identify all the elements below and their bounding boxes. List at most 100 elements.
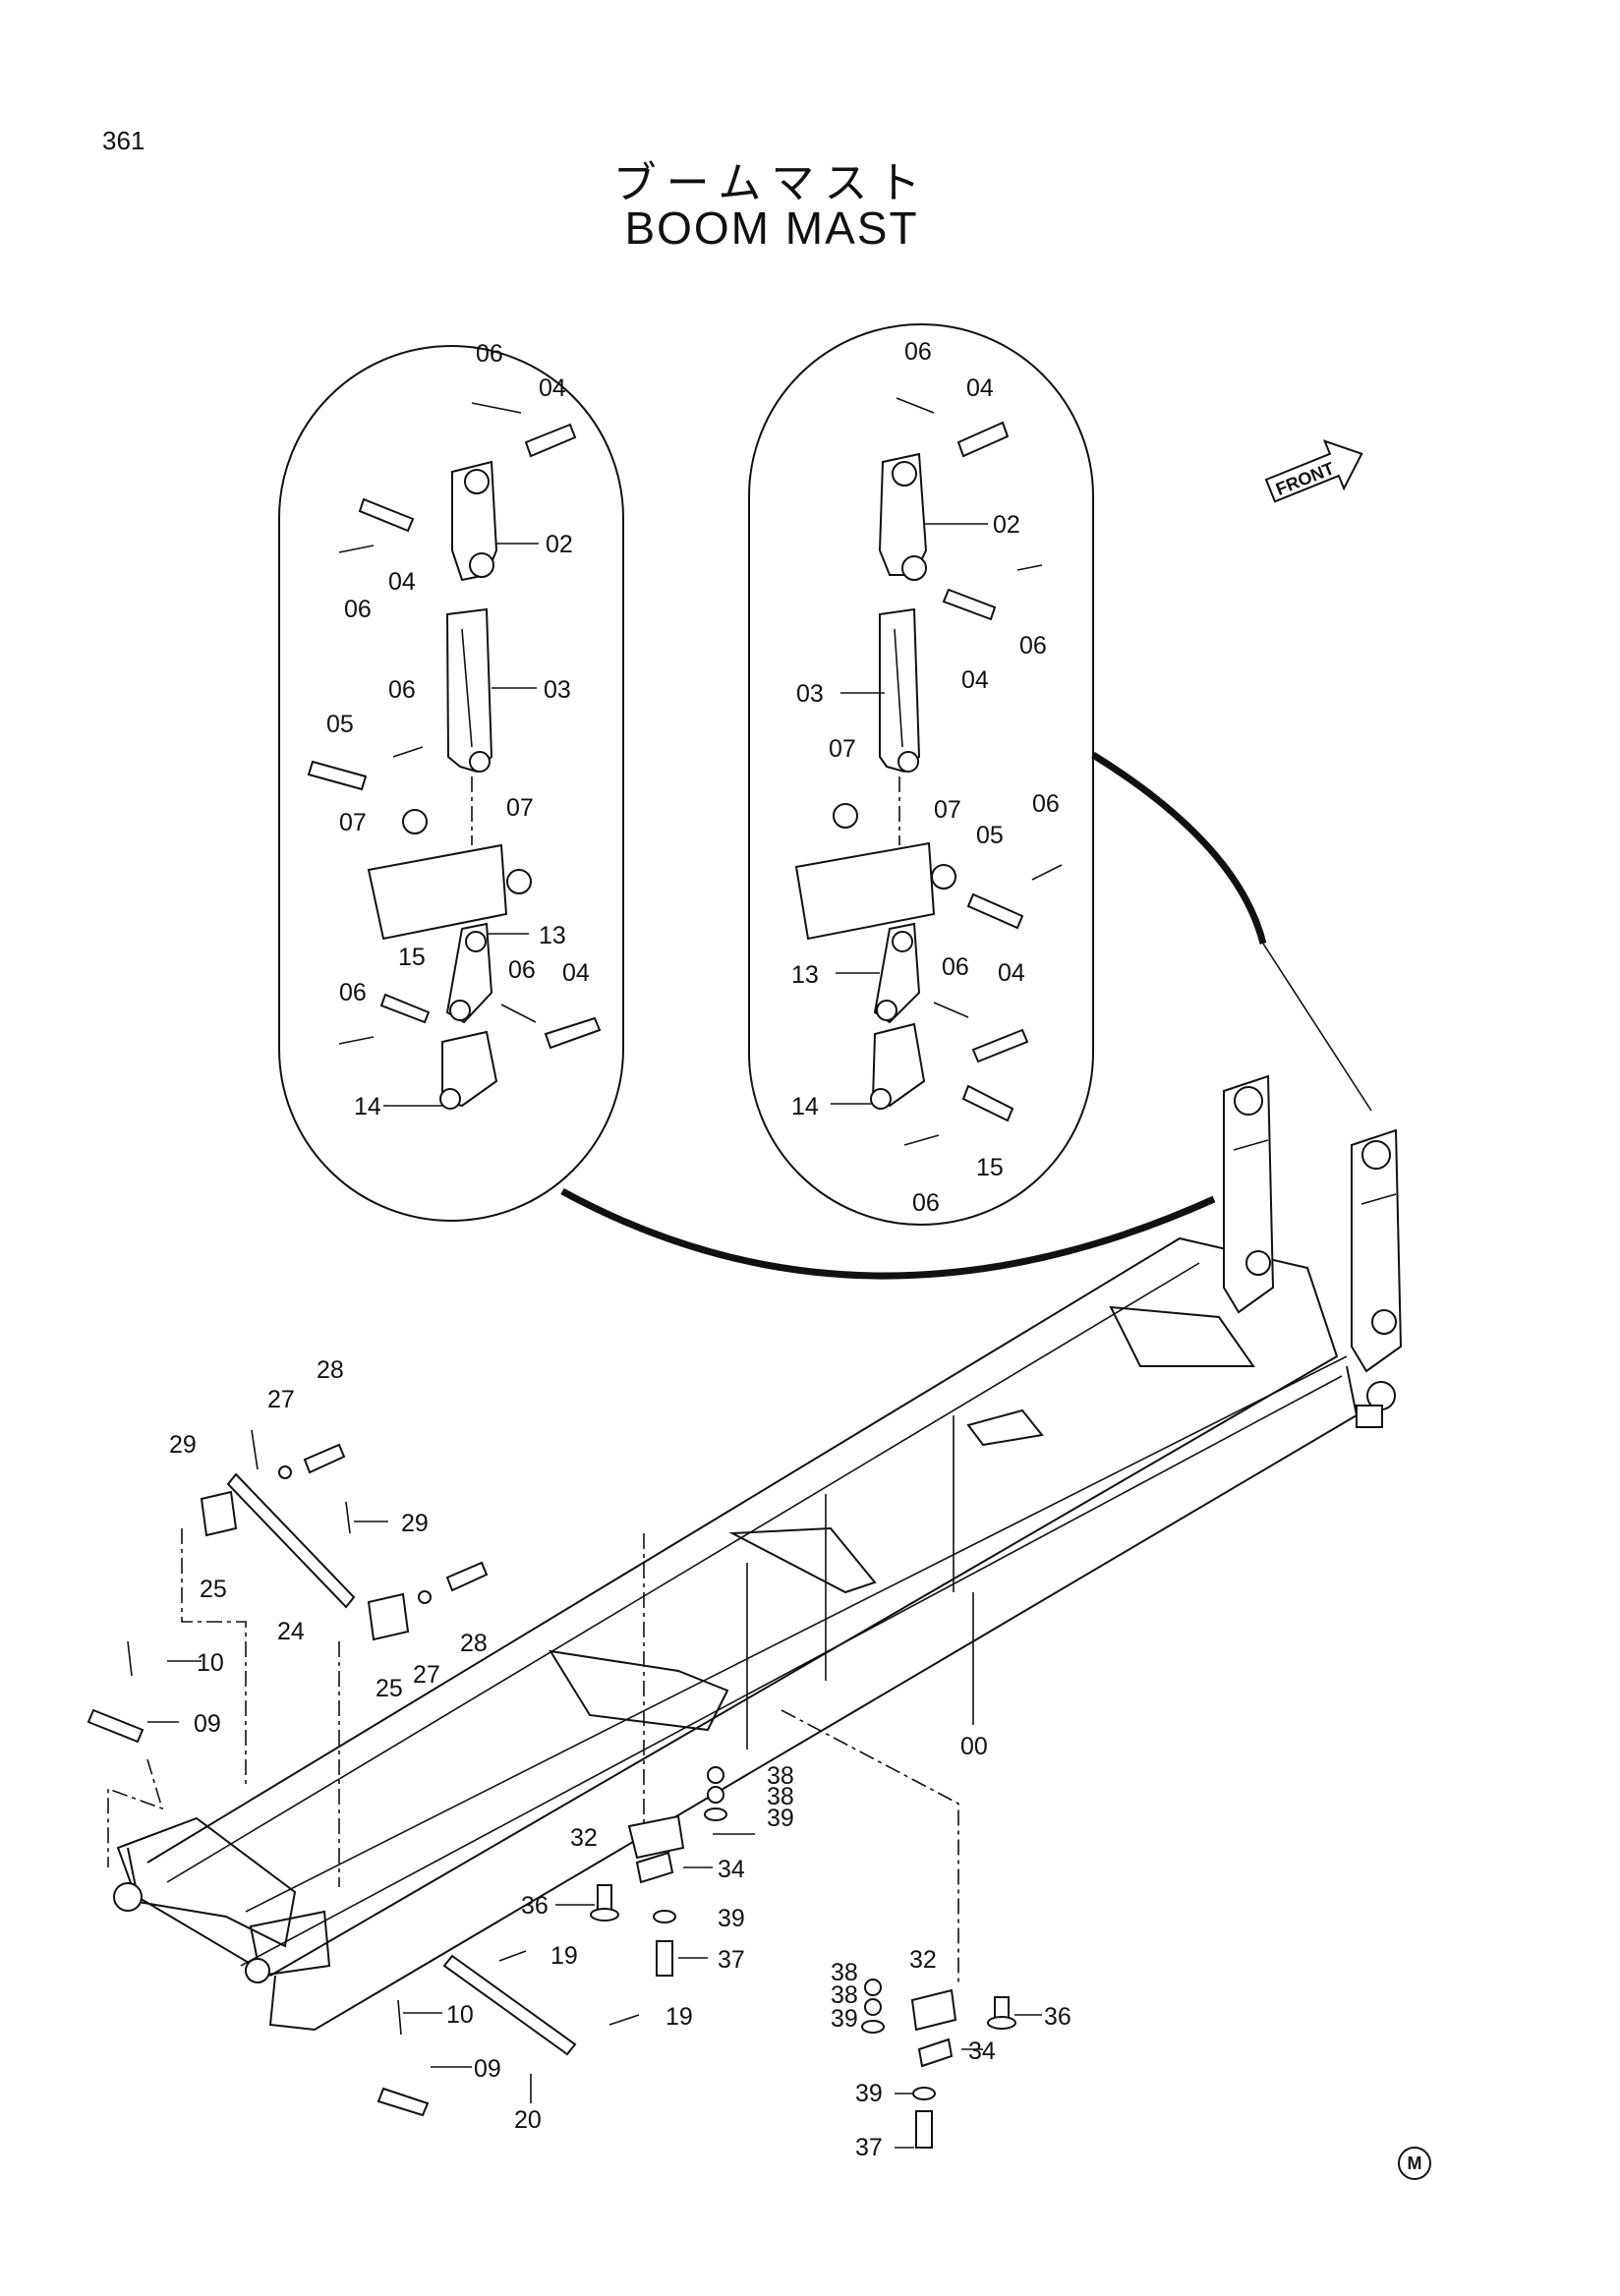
bolt-28-upper (303, 1443, 346, 1474)
washer-39-b (653, 1910, 676, 1923)
pin-09-lower (376, 2087, 430, 2117)
hardware (87, 1429, 1016, 2149)
callout-06: 06 (388, 676, 416, 704)
pin-15-right (961, 1084, 1014, 1122)
callout-05: 05 (976, 822, 1004, 849)
clamp-34-upper (635, 1851, 674, 1884)
pin-04-left-lower (544, 1016, 602, 1050)
detail-view-right (748, 323, 1094, 1226)
callout-39: 39 (718, 1905, 745, 1932)
detail-leader-left (560, 1187, 1216, 1280)
nut-38-b (707, 1786, 724, 1804)
callout-38: 38 (831, 1959, 858, 1986)
callout-06: 06 (942, 953, 969, 981)
callout-14: 14 (791, 1093, 819, 1120)
callout-37: 37 (718, 1946, 745, 1974)
mount-plate-left (367, 843, 508, 941)
nut-38-d (864, 1998, 882, 2016)
callout-06: 06 (508, 956, 536, 984)
callout-10: 10 (197, 1649, 224, 1677)
bracket-25-lower (367, 1592, 410, 1641)
bolt-37-lower (915, 2110, 933, 2149)
front-arrow: FRONT (1264, 439, 1363, 503)
callout-03: 03 (544, 676, 571, 704)
frame-lower-rail (245, 1355, 1348, 1913)
callout-39: 39 (855, 2080, 883, 2107)
shaft-20 (442, 1954, 577, 2056)
callout-38: 38 (767, 1783, 794, 1810)
washer-39-c (861, 2020, 885, 2034)
callout-04: 04 (562, 959, 590, 987)
pin-04-right-lower (971, 1028, 1029, 1063)
callout-10: 10 (446, 2001, 474, 2029)
pin-15-left (379, 993, 431, 1024)
callout-36: 36 (521, 1892, 549, 1920)
callout-27: 27 (413, 1661, 440, 1689)
link-03-right (879, 607, 921, 774)
washer-39-d (912, 2087, 936, 2100)
callout-38: 38 (831, 1981, 858, 2009)
callout-32: 32 (909, 1946, 937, 1974)
diagram-title: BOOM MAST (624, 202, 919, 254)
callout-28: 28 (460, 1630, 488, 1657)
page-number: 361 (102, 126, 145, 155)
bushing-07-right-b (931, 864, 956, 890)
callout-06: 06 (1032, 790, 1060, 818)
pin-04-left-side (358, 497, 415, 533)
callout-04: 04 (388, 568, 416, 596)
clamp-34-lower (917, 2038, 954, 2068)
callout-06: 06 (912, 1189, 940, 1217)
nut-38-c (864, 1979, 882, 1996)
pin-05-right (966, 892, 1024, 930)
washer-39-a (704, 1808, 727, 1821)
front-end-left (116, 1816, 297, 1948)
callout-28: 28 (317, 1356, 344, 1384)
callout-06: 06 (904, 338, 932, 366)
callout-07: 07 (829, 735, 856, 763)
mount-plate-right (794, 841, 936, 941)
callout-06: 06 (1019, 632, 1047, 660)
callout-05: 05 (326, 711, 354, 738)
callout-leaders (147, 523, 1042, 2149)
bushing-07-left-a (402, 809, 428, 834)
left-assembly (307, 402, 602, 1110)
callout-32: 32 (570, 1824, 598, 1852)
callout-06: 06 (339, 979, 367, 1006)
callout-39: 39 (767, 1805, 794, 1832)
pin-05-left (307, 760, 368, 791)
bolt-28-lower (445, 1561, 489, 1592)
callout-13: 13 (539, 922, 566, 949)
right-assembly (794, 397, 1063, 1146)
pin-04-right-top (956, 421, 1010, 458)
callout-labels: 06 04 02 04 06 03 06 05 07 07 13 15 06 0… (169, 338, 1071, 2161)
callout-04: 04 (961, 666, 989, 694)
callout-19: 19 (550, 1942, 578, 1970)
bracket-25-upper (200, 1490, 238, 1537)
bolt-37-upper (656, 1940, 673, 1977)
callout-03: 03 (796, 680, 824, 708)
callout-13: 13 (791, 961, 819, 989)
bracket-32-lower (910, 1988, 957, 2032)
boom-mast-frame (113, 1074, 1403, 2032)
callout-04: 04 (539, 374, 566, 402)
pin-09-upper (87, 1708, 145, 1744)
callout-02: 02 (993, 511, 1020, 539)
callout-15: 15 (398, 944, 426, 971)
callout-15: 15 (976, 1154, 1004, 1181)
nut-38-a (707, 1766, 724, 1784)
callout-07: 07 (339, 809, 367, 836)
callout-09: 09 (474, 2055, 501, 2083)
callout-20: 20 (514, 2106, 542, 2134)
bracket-32-upper (627, 1814, 685, 1860)
callout-34: 34 (718, 1856, 745, 1883)
clevis-14-right (871, 1022, 926, 1108)
diagram-title-japanese: ブームマスト (612, 158, 931, 208)
callout-38: 38 (767, 1762, 794, 1790)
detail-view-left (278, 345, 624, 1222)
callout-19: 19 (665, 2003, 693, 2031)
callout-14: 14 (354, 1093, 381, 1120)
bushing-07-left-b (506, 869, 532, 894)
callout-27: 27 (267, 1386, 295, 1413)
callout-25: 25 (376, 1675, 403, 1702)
